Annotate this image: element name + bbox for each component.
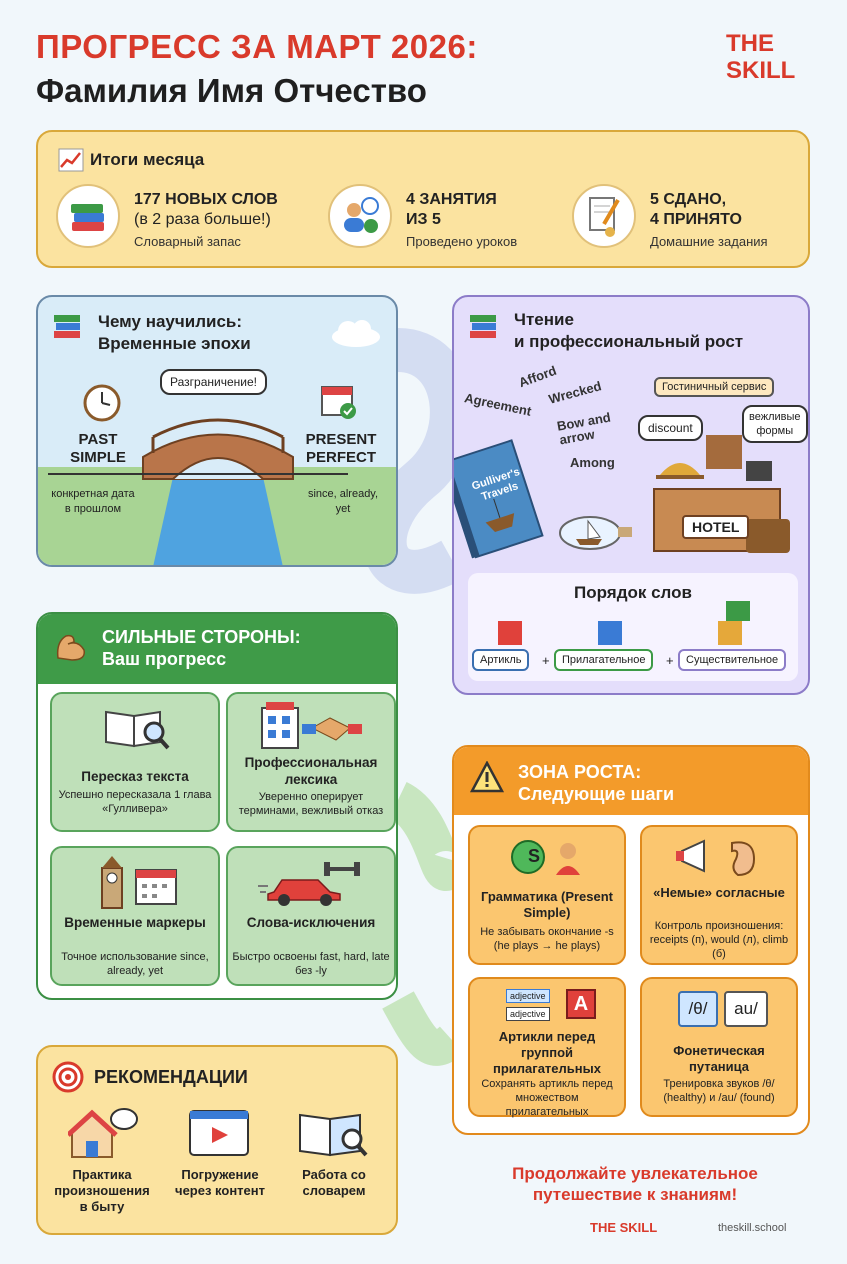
hotel-handshake-icon xyxy=(261,702,362,749)
clock-icon xyxy=(83,384,121,422)
growth-tile-phonetics: /θ/ au/ Фонетическая путаница Тренировка… xyxy=(640,977,798,1117)
tenses-card: Чему научились:Временные эпохи Разгранич… xyxy=(36,295,398,567)
word-order-box: Порядок слов Артикль + Прилагательное + … xyxy=(468,573,798,681)
books-icon xyxy=(56,184,120,248)
hotel-sign: HOTEL xyxy=(682,515,750,539)
letter-a-icon: A xyxy=(566,989,596,1019)
recommendation-dictionary: Работа со словарем xyxy=(302,1167,366,1198)
book-gullivers-travels xyxy=(454,439,544,559)
recommendation-pronunciation: Практика произношения в быту xyxy=(54,1167,150,1214)
report-title: ПРОГРЕСС ЗА МАРТ 2026: xyxy=(36,28,478,65)
growth-tile-silent-consonants: «Немые» согласные Контроль произношения:… xyxy=(640,825,798,965)
footer-brand: THE SKILL xyxy=(590,1220,658,1235)
calendar-check-icon xyxy=(321,386,356,419)
word-order-article: Артикль xyxy=(472,649,530,671)
brand-logo: THE SKILL xyxy=(726,30,796,84)
bigben-calendar-icon xyxy=(101,856,177,909)
books-icon xyxy=(470,315,496,338)
video-player-icon xyxy=(189,1110,249,1156)
warning-icon xyxy=(470,761,504,793)
phonetic-theta-icon: /θ/ xyxy=(678,991,718,1027)
stat-homework: 5 СДАНО,4 ПРИНЯТО Домашние задания xyxy=(572,184,808,254)
hotel-reception-illustration xyxy=(653,435,790,553)
ship-in-bottle-icon xyxy=(559,516,632,550)
word-order-adjective: Прилагательное xyxy=(554,649,654,671)
speech-bubble: Разграничение! xyxy=(160,369,267,395)
trend-chart-icon xyxy=(58,148,84,172)
target-icon xyxy=(52,1061,84,1093)
recommendations-card: РЕКОМЕНДАЦИИ Практика произношения в быт… xyxy=(36,1045,398,1235)
hotel-service-pill: Гостиничный сервис xyxy=(654,377,775,397)
strengths-card: СИЛЬНЫЕ СТОРОНЫ:Ваш прогресс Пересказ те… xyxy=(36,612,398,1000)
dictionary-icon xyxy=(299,1113,368,1157)
strength-tile-exceptions: Слова-исключения Быстро освоены fast, ha… xyxy=(226,846,396,986)
flexed-arm-icon xyxy=(56,634,85,661)
phonetic-au-icon: au/ xyxy=(724,991,768,1027)
growth-tile-articles: adjective adjective A Артикли перед груп… xyxy=(468,977,626,1118)
books-icon xyxy=(54,315,80,338)
discount-bubble: discount xyxy=(638,415,703,441)
growth-tile-grammar: S Грамматика (Present Simple) Не забыват… xyxy=(468,825,626,965)
strength-tile-vocabulary: Профессиональная лексика Уверенно оперир… xyxy=(226,692,396,832)
call-to-action: Продолжайте увлекательное путешествие к … xyxy=(512,1164,758,1204)
people-clock-icon xyxy=(328,184,392,248)
letter-s-person-icon xyxy=(511,840,580,875)
growth-zone-card: ЗОНА РОСТА:Следующие шаги S Грамматика (… xyxy=(452,745,810,1135)
footer-site-link[interactable]: theskill.school xyxy=(718,1222,787,1234)
summary-title: Итоги месяца xyxy=(90,150,205,169)
document-pen-icon xyxy=(572,184,636,248)
word-order-noun: Существительное xyxy=(678,649,787,671)
house-speech-icon xyxy=(68,1108,138,1158)
bridge-illustration xyxy=(142,418,294,565)
car-dumbbell-icon xyxy=(258,862,360,906)
stat-vocabulary: 177 НОВЫХ СЛОВ(в 2 раза больше!) Словарн… xyxy=(56,184,306,254)
open-book-magnifier-icon xyxy=(105,710,170,750)
monthly-summary-card: Итоги месяца 177 НОВЫХ СЛОВ(в 2 раза бол… xyxy=(36,130,810,268)
student-name: Фамилия Имя Отчество xyxy=(36,72,427,109)
cloud-icon xyxy=(332,320,380,347)
megaphone-ear-icon xyxy=(676,839,756,877)
strength-tile-time-markers: Временные маркеры Точное использование s… xyxy=(50,846,220,986)
strength-tile-retelling: Пересказ текста Успешно пересказала 1 гл… xyxy=(50,692,220,832)
recommendation-content: Погружение через контент xyxy=(175,1167,265,1198)
